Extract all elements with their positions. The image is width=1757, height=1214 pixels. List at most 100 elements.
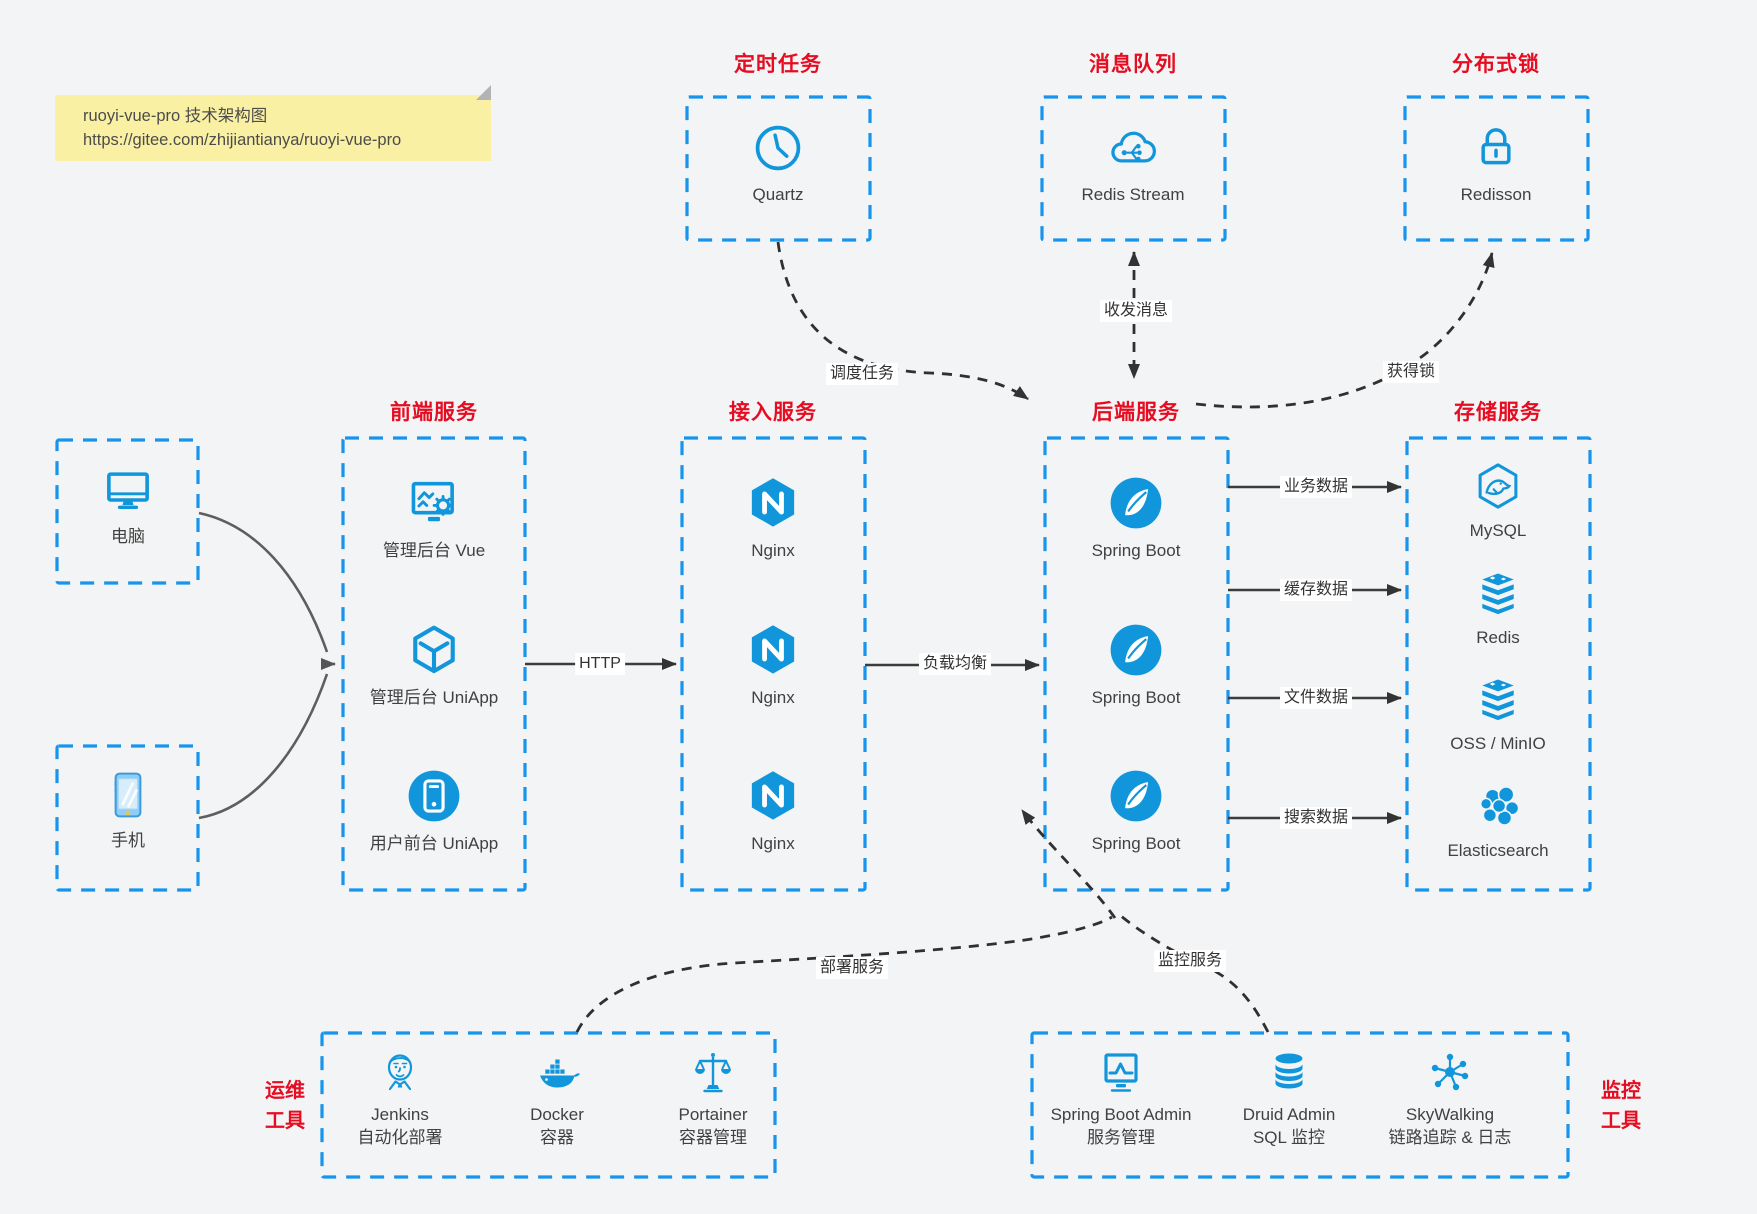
clock-icon (755, 125, 801, 171)
portainer-icon (695, 1053, 731, 1093)
node-label: 管理后台 UniApp (369, 688, 499, 707)
node-druid-admin: Druid Admin SQL 监控 (1189, 1048, 1389, 1149)
message-edge-label: 收发消息 (1099, 300, 1173, 322)
nginx-icon (751, 771, 795, 820)
node-sublabel: 链路追踪 & 日志 (1388, 1128, 1512, 1147)
node-docker: Docker 容器 (457, 1048, 657, 1149)
deploy-service-edge-label: 部署服务 (815, 957, 889, 979)
schedule-task-edge-label: 调度任务 (825, 363, 899, 385)
node-label: Portainer (678, 1105, 748, 1124)
node-jenkins: Jenkins 自动化部署 (300, 1048, 500, 1149)
nginx-icon (751, 478, 795, 527)
spring-boot-icon (1110, 624, 1162, 676)
druid-icon (1275, 1053, 1303, 1089)
node-sublabel: 容器管理 (679, 1128, 747, 1147)
node-redis: Redis (1408, 567, 1588, 649)
oss-minio-icon (1482, 679, 1514, 721)
file-data-edge-label: 文件数据 (1279, 687, 1353, 709)
redis-icon (1482, 573, 1514, 615)
node-label: Druid Admin (1242, 1105, 1336, 1124)
sba-icon (1104, 1053, 1138, 1092)
ops-tools-side-label: 运维 工具 (265, 1080, 305, 1132)
phone-to-frontend-curve (198, 673, 329, 820)
deploy-service-curve (575, 915, 1113, 1033)
mq-group-box (1040, 95, 1227, 242)
title-gateway-services: 接入服务 (729, 401, 817, 424)
load-balance-edge-label: 负载均衡 (918, 653, 992, 675)
node-label: MySQL (1469, 521, 1527, 540)
node-redis-stream: Redis Stream (1043, 120, 1223, 206)
frontend-group-box (341, 436, 527, 892)
node-label: Nginx (751, 541, 795, 560)
nginx-icon (751, 625, 795, 674)
node-sublabel: 自动化部署 (357, 1128, 443, 1147)
node-label: Spring Boot (1091, 834, 1181, 853)
node-label: OSS / MinIO (1450, 734, 1546, 753)
node-sublabel: 容器 (540, 1128, 574, 1147)
node-portainer: Portainer 容器管理 (613, 1048, 813, 1149)
node-label: Docker (530, 1105, 584, 1124)
node-label: Nginx (751, 688, 795, 707)
docker-icon (540, 1059, 580, 1088)
node-label: Jenkins (371, 1105, 429, 1124)
elasticsearch-icon (1479, 786, 1520, 826)
monitor-group-box (1030, 1031, 1570, 1179)
title-message-queue: 消息队列 (1089, 53, 1177, 76)
title-frontend-services: 前端服务 (390, 401, 478, 424)
spring-boot-icon (1110, 477, 1162, 529)
quartz-group-box (685, 95, 872, 242)
acquire-lock-edge-label: 获得锁 (1382, 361, 1440, 383)
lock-group-box (1403, 95, 1590, 242)
node-redisson: Redisson (1406, 120, 1586, 206)
monitor-tools-side-label: 监控 工具 (1601, 1080, 1641, 1132)
node-nginx-3: Nginx (683, 767, 863, 855)
node-sublabel: SQL 监控 (1252, 1128, 1326, 1147)
acquire-lock-arrow (1195, 252, 1495, 409)
node-label: SkyWalking (1405, 1105, 1495, 1124)
mq-cloud-icon (1111, 131, 1156, 163)
sticky-note: ruoyi-vue-pro 技术架构图 https://gitee.com/zh… (55, 85, 491, 161)
node-admin-uniapp: 管理后台 UniApp (344, 621, 524, 709)
node-user-uniapp: 用户前台 UniApp (344, 767, 524, 855)
node-label: Redis Stream (1081, 185, 1185, 204)
backend-group-box (1043, 436, 1230, 892)
gateway-group-box (680, 436, 867, 892)
title-storage-services: 存储服务 (1454, 401, 1542, 424)
business-data-edge-label: 业务数据 (1279, 476, 1353, 498)
monitor-service-curve (1120, 914, 1270, 1033)
note-title: ruoyi-vue-pro 技术架构图 (83, 107, 268, 125)
phone-client-box (55, 744, 200, 892)
pc-to-frontend-curve (198, 511, 329, 653)
node-sublabel: 服务管理 (1087, 1128, 1155, 1147)
node-phone-client: 手机 (38, 768, 218, 852)
node-spring-boot-1: Spring Boot (1046, 474, 1226, 562)
note-url: https://gitee.com/zhijiantianya/ruoyi-vu… (83, 131, 402, 149)
node-label: Nginx (751, 834, 795, 853)
phone-icon (114, 772, 142, 818)
title-distributed-lock: 分布式锁 (1452, 53, 1540, 76)
node-admin-vue: 管理后台 Vue (344, 474, 524, 562)
node-mysql: MySQL (1408, 460, 1588, 542)
node-label: Spring Boot Admin (1050, 1105, 1192, 1124)
node-label: Spring Boot (1091, 688, 1181, 707)
node-quartz: Quartz (688, 120, 868, 206)
uniapp-cube-icon (413, 625, 455, 674)
node-pc-client: 电脑 (38, 464, 218, 548)
jenkins-icon (387, 1054, 413, 1091)
node-label: 手机 (111, 831, 145, 850)
node-label: 管理后台 Vue (382, 541, 486, 560)
node-label: Quartz (752, 185, 804, 204)
node-label: Spring Boot (1091, 541, 1181, 560)
node-label: 用户前台 UniApp (369, 834, 499, 853)
node-oss-minio: OSS / MinIO (1408, 673, 1588, 755)
node-label: Redisson (1460, 185, 1532, 204)
admin-vue-icon (411, 481, 454, 522)
schedule-task-arrow (776, 241, 1029, 401)
ops-group-box (320, 1031, 777, 1179)
node-spring-boot-3: Spring Boot (1046, 767, 1226, 855)
http-edge-label: HTTP (575, 653, 625, 675)
node-label: Redis (1476, 628, 1520, 647)
node-label: Elasticsearch (1447, 841, 1549, 860)
monitor-service-edge-label: 监控服务 (1153, 950, 1227, 972)
